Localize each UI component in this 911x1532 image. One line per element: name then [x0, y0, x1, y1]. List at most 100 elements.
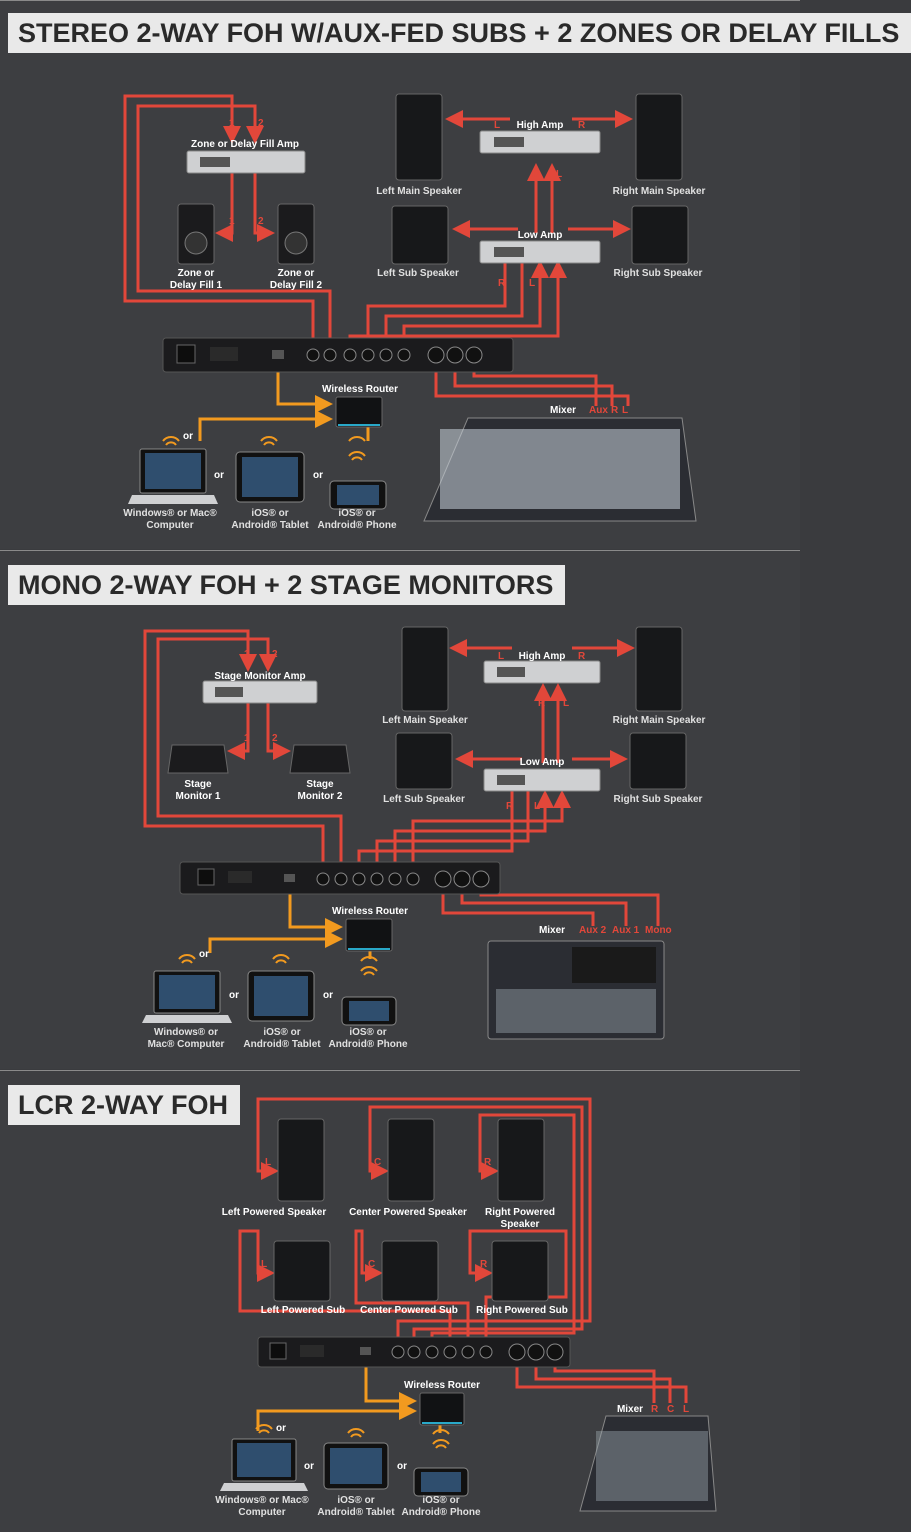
label-mixer: Mixer [550, 405, 576, 416]
mixer-input-aux: Aux [589, 405, 608, 416]
label-zone-fill-1-line2: Delay Fill 1 [170, 280, 223, 291]
label-tablet-line1: iOS® or [251, 508, 288, 519]
mixer-input-l: L [683, 1404, 689, 1415]
ch2-label: 2 [258, 118, 264, 129]
speaker-left-main [401, 626, 449, 712]
label-mixer: Mixer [617, 1404, 643, 1415]
panel-stereo: STEREO 2-WAY FOH W/AUX-FED SUBS + 2 ZONE… [0, 0, 911, 549]
label-monitor-1-line1: Stage [184, 779, 212, 790]
wifi-icons [162, 436, 366, 461]
label-phone-line2: Android® Phone [317, 520, 396, 531]
or-2: or [229, 990, 239, 1001]
wifi-icons [255, 1424, 450, 1449]
label-phone-line1: iOS® or [349, 1027, 386, 1038]
wireless-router [419, 1392, 465, 1426]
label-tablet-line1: iOS® or [263, 1027, 300, 1038]
panel-title: MONO 2-WAY FOH + 2 STAGE MONITORS [8, 565, 566, 605]
speaker-center-powered [387, 1118, 435, 1202]
speaker-zone-fill-1 [177, 203, 215, 265]
stage-monitor-amp [202, 680, 318, 704]
label-computer-line1: Windows® or Mac® [215, 1495, 309, 1506]
lcr-diagram: L C R L C R Left Powered Speaker Center … [215, 1097, 717, 1518]
label-center-sub: Center Powered Sub [360, 1305, 458, 1316]
speaker-left-sub [395, 732, 453, 790]
or-2: or [214, 470, 224, 481]
label-left-sub: Left Powered Sub [261, 1305, 345, 1316]
laptop [142, 970, 232, 1023]
stage-monitor-1 [167, 744, 229, 774]
label-low-amp: Low Amp [518, 230, 563, 241]
label-high-R: R [578, 651, 586, 662]
ch2-out-label: 2 [272, 733, 278, 744]
mixer-input-aux2: Aux 2 [579, 925, 607, 936]
label-left-sub: Left Sub Speaker [383, 794, 465, 805]
label-right-speaker-line1: Right Powered [485, 1207, 555, 1218]
laptop [128, 448, 218, 504]
label-router: Wireless Router [332, 906, 408, 917]
speaker-left-main [395, 93, 443, 181]
or-3: or [397, 1461, 407, 1472]
label-C: C [374, 1157, 381, 1168]
label-phone-line1: iOS® or [422, 1495, 459, 1506]
label-low-in-L: L [534, 801, 540, 812]
label-zone-fill-2-line1: Zone or [278, 268, 315, 279]
speaker-right-main [635, 626, 683, 712]
or-2: or [304, 1461, 314, 1472]
label-high-amp: High Amp [517, 120, 564, 131]
sub-center-powered [381, 1240, 439, 1302]
mixer-input-l: L [622, 405, 628, 416]
tablet [235, 451, 305, 503]
tablet [247, 970, 315, 1022]
panel-lcr: LCR 2-WAY FOH [0, 1070, 800, 1532]
high-amp [483, 660, 601, 684]
low-amp [479, 240, 601, 264]
label-low-amp: Low Amp [520, 757, 565, 768]
phone [341, 996, 397, 1026]
label-right-speaker-line2: Speaker [501, 1219, 540, 1230]
label-router: Wireless Router [322, 384, 398, 395]
label-sub-R: R [480, 1259, 488, 1270]
label-computer-line1: Windows® or [154, 1027, 218, 1038]
wifi-icons [178, 954, 378, 976]
label-R: R [484, 1157, 492, 1168]
label-high-amp: High Amp [519, 651, 566, 662]
mixer-console [579, 1415, 717, 1512]
label-right-sub: Right Sub Speaker [614, 268, 703, 279]
label-tablet-line2: Android® Tablet [243, 1039, 321, 1050]
panel-mono: MONO 2-WAY FOH + 2 STAGE MONITORS [0, 550, 800, 1069]
low-amp [483, 768, 601, 792]
label-monitor-2-line1: Stage [306, 779, 334, 790]
label-high-R: R [578, 120, 586, 131]
label-mixer: Mixer [539, 925, 565, 936]
laptop [220, 1438, 308, 1491]
label-right-main: Right Main Speaker [613, 715, 706, 726]
mixer-input-c: C [667, 1404, 674, 1415]
label-phone-line2: Android® Phone [401, 1507, 480, 1518]
label-zone-amp: Zone or Delay Fill Amp [191, 139, 299, 150]
label-sub-C: C [368, 1259, 375, 1270]
processor-unit [179, 861, 501, 895]
label-low-in-R: R [506, 801, 514, 812]
mixer-input-mono: Mono [645, 925, 672, 936]
label-phone-line1: iOS® or [338, 508, 375, 519]
stage-monitor-2 [289, 744, 351, 774]
label-high-L: L [494, 120, 500, 131]
label-high-in-R: R [532, 169, 540, 180]
label-computer-line2: Mac® Computer [148, 1039, 225, 1050]
sub-right-powered [491, 1240, 549, 1302]
phone [329, 480, 387, 510]
label-computer-line2: Computer [146, 520, 193, 531]
label-high-L: L [498, 651, 504, 662]
mono-diagram: Stage Monitor Amp 1 2 1 2 Stage Monitor … [142, 626, 706, 1050]
label-zone-fill-2-line2: Delay Fill 2 [270, 280, 323, 291]
label-left-main: Left Main Speaker [376, 186, 462, 197]
ch1-out-label: 1 [229, 216, 235, 227]
ch1-label: 1 [229, 118, 235, 129]
or-1: or [183, 431, 193, 442]
or-3: or [323, 990, 333, 1001]
label-left-speaker: Left Powered Speaker [222, 1207, 327, 1218]
label-center-speaker: Center Powered Speaker [349, 1207, 467, 1218]
label-right-main: Right Main Speaker [613, 186, 706, 197]
ch2-label: 2 [272, 649, 278, 660]
label-sub-L: L [261, 1259, 267, 1270]
